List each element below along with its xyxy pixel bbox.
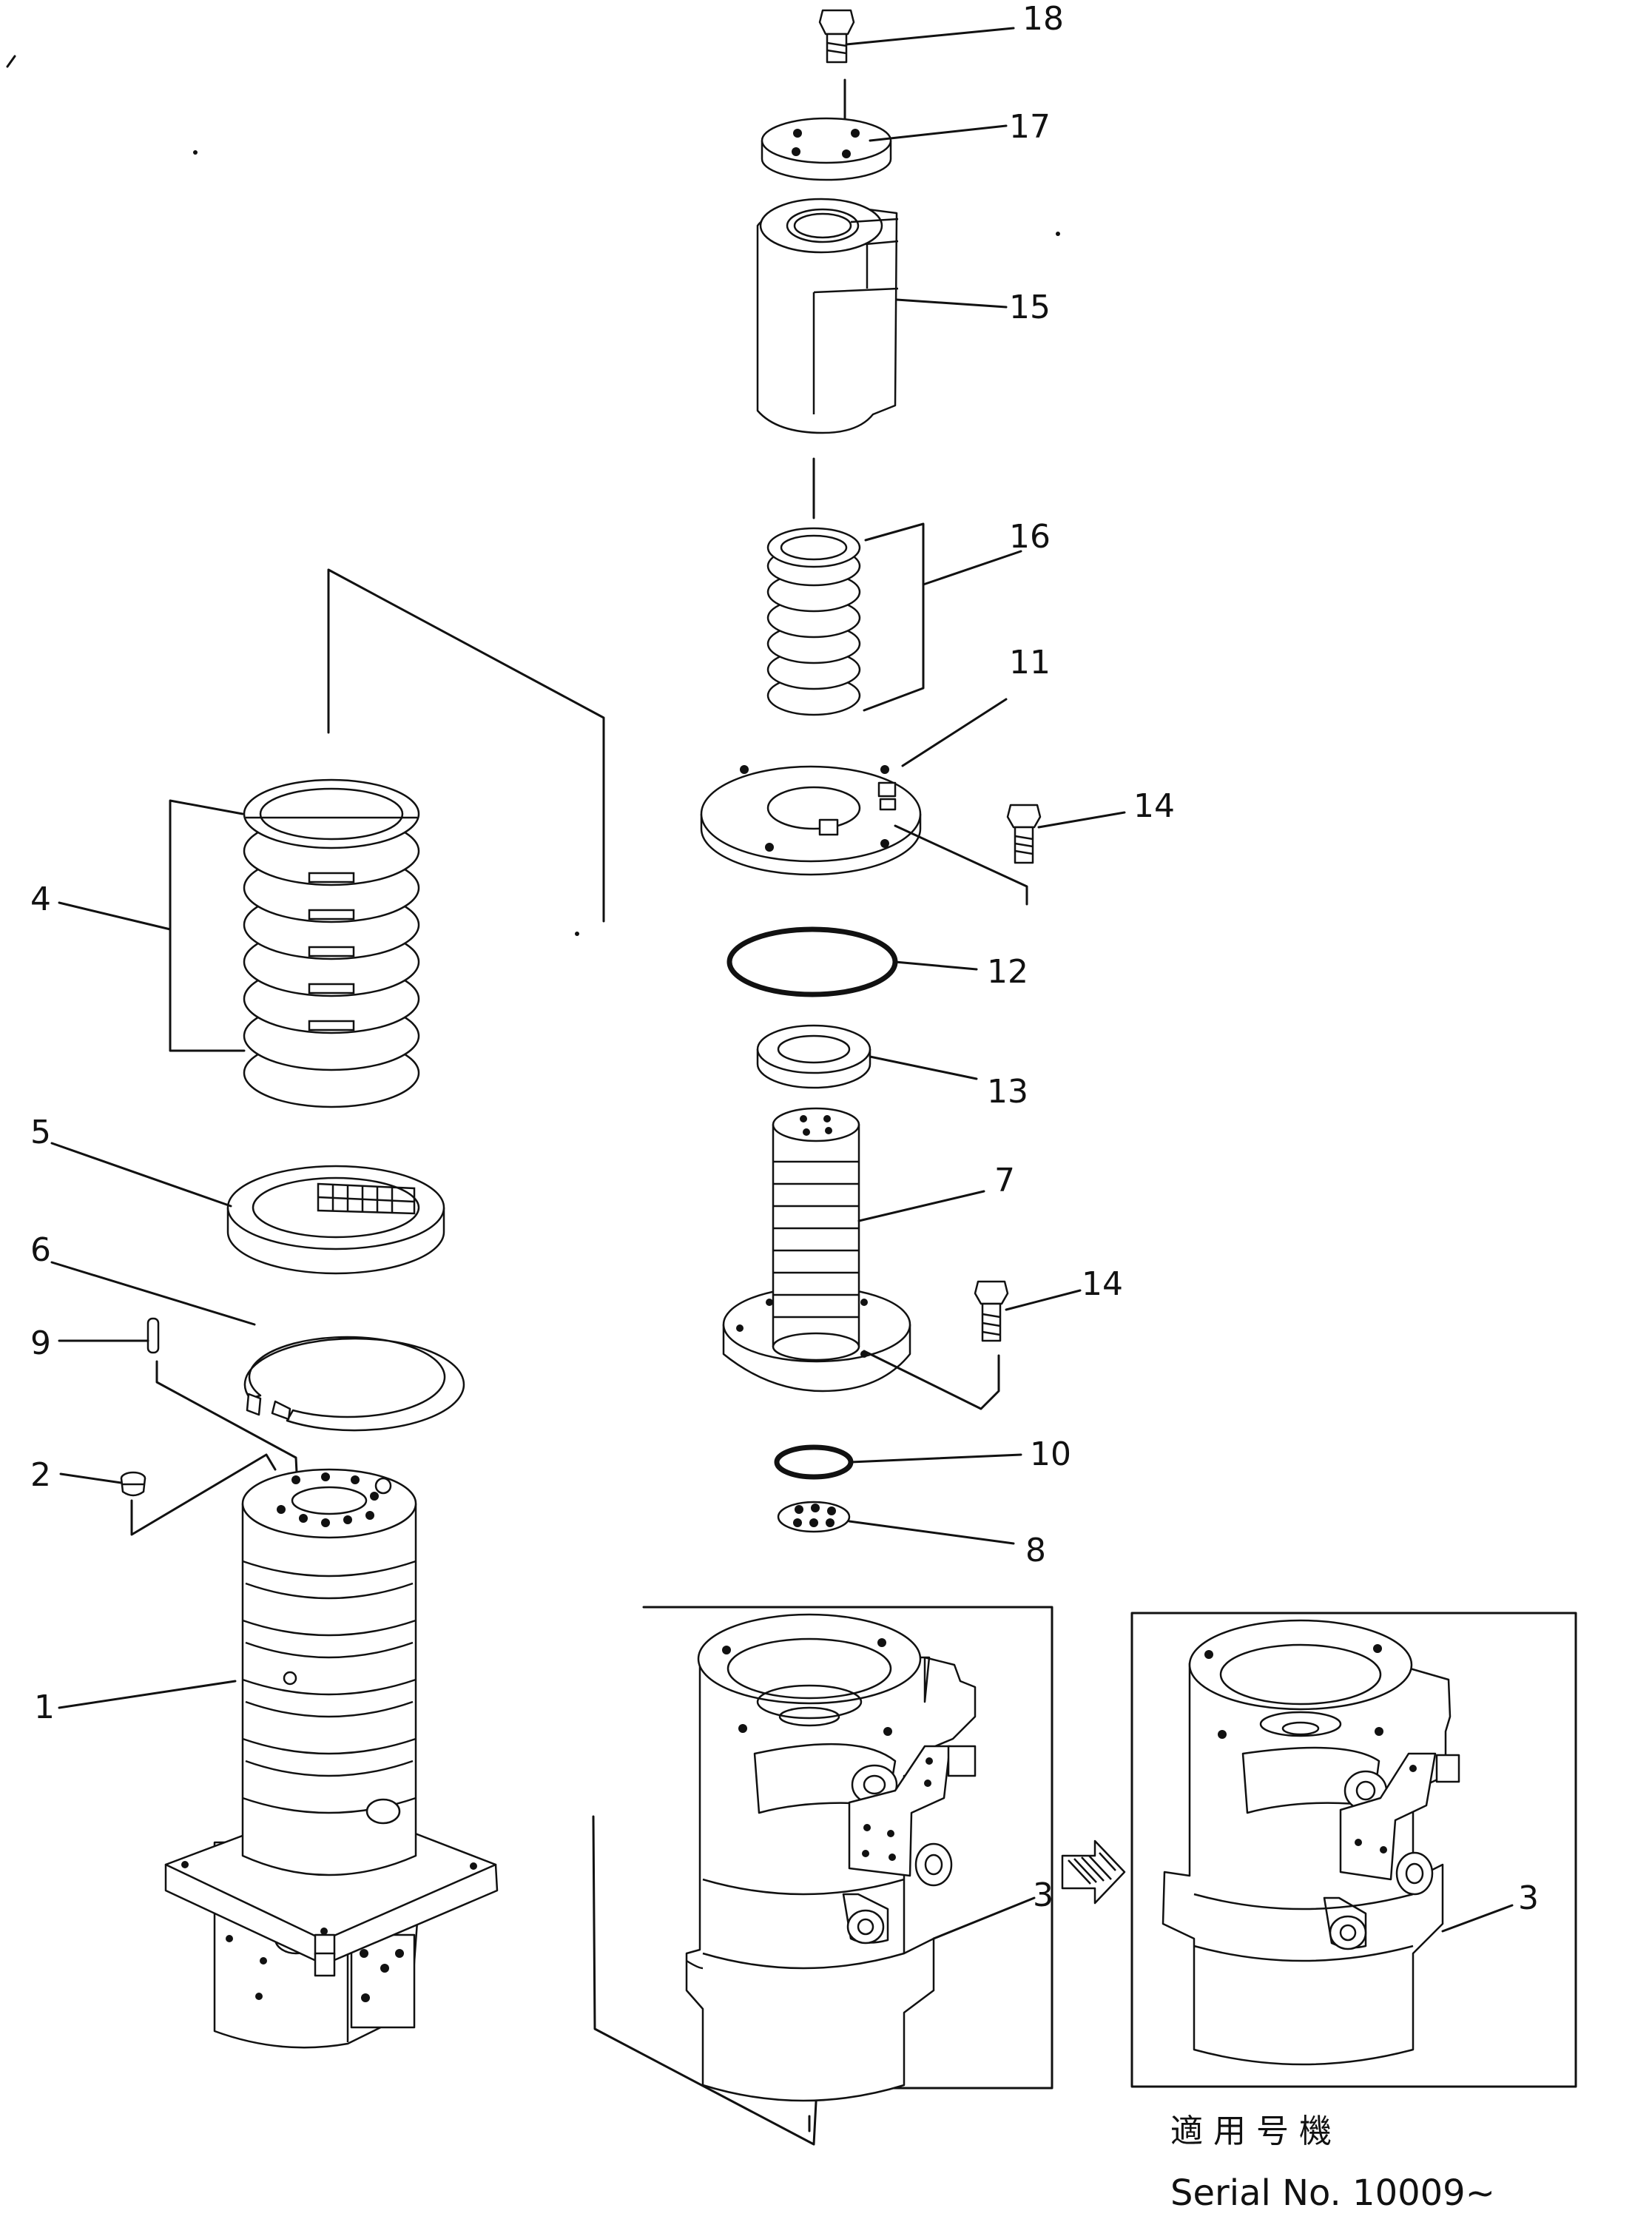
serial-number-label: Serial No. 10009~ [1170, 2172, 1495, 2214]
callout-8: 8 [1025, 1532, 1046, 1569]
callout-6: 6 [30, 1231, 51, 1269]
part-3-housing-after [1130, 1612, 1577, 2088]
part-1-swivel-body [58, 1468, 499, 2049]
callout-9: 9 [30, 1324, 51, 1362]
part-12-o-ring [726, 926, 978, 997]
callout-4: 4 [30, 881, 51, 918]
part-14-bolt-lower [974, 1280, 1082, 1342]
part-2-plug [59, 1453, 277, 1536]
part-8-filter-plate [777, 1501, 1015, 1545]
callout-16: 16 [1009, 518, 1051, 556]
change-arrow-icon [1061, 1839, 1126, 1905]
callout-14-upper: 14 [1133, 787, 1175, 825]
part-3-housing-before [592, 1606, 1053, 2146]
part-4-seal-ring-stack [58, 778, 420, 1108]
part-6-snap-ring [50, 1261, 465, 1432]
part-15-housing [756, 198, 1008, 434]
applicable-models-label: 適用号機 [1170, 2112, 1342, 2150]
callout-3-before: 3 [1033, 1876, 1053, 1914]
callout-14-lower: 14 [1082, 1265, 1123, 1303]
callout-15: 15 [1009, 289, 1051, 326]
part-17-cover-plate [761, 78, 1008, 181]
scan-speck [193, 150, 198, 155]
callout-5: 5 [30, 1114, 51, 1151]
part-10-small-o-ring [774, 1444, 1022, 1480]
callout-11: 11 [1009, 644, 1051, 681]
callout-13: 13 [987, 1073, 1028, 1111]
part-9-pin [58, 1317, 305, 1496]
callout-3-after: 3 [1518, 1879, 1539, 1917]
part-7-rotor-shaft [722, 1107, 1000, 1410]
leader-bracket-4 [327, 568, 605, 923]
part-11-flange-plate [700, 698, 1028, 906]
scan-speck [575, 932, 579, 936]
part-16-seal-stack [766, 457, 1022, 716]
callout-2: 2 [30, 1456, 51, 1494]
part-18-bolt [818, 9, 1015, 64]
part-5-bearing-ring [50, 1142, 445, 1275]
callout-10: 10 [1030, 1435, 1071, 1473]
scan-mark [6, 55, 16, 68]
part-13-bushing [756, 1024, 978, 1089]
part-14-bolt-upper [1006, 804, 1126, 864]
callout-18: 18 [1022, 0, 1064, 38]
callout-7: 7 [994, 1162, 1015, 1199]
scan-speck [1056, 232, 1060, 236]
callout-17: 17 [1009, 108, 1051, 146]
callout-1: 1 [34, 1689, 55, 1726]
callout-12: 12 [987, 953, 1028, 991]
